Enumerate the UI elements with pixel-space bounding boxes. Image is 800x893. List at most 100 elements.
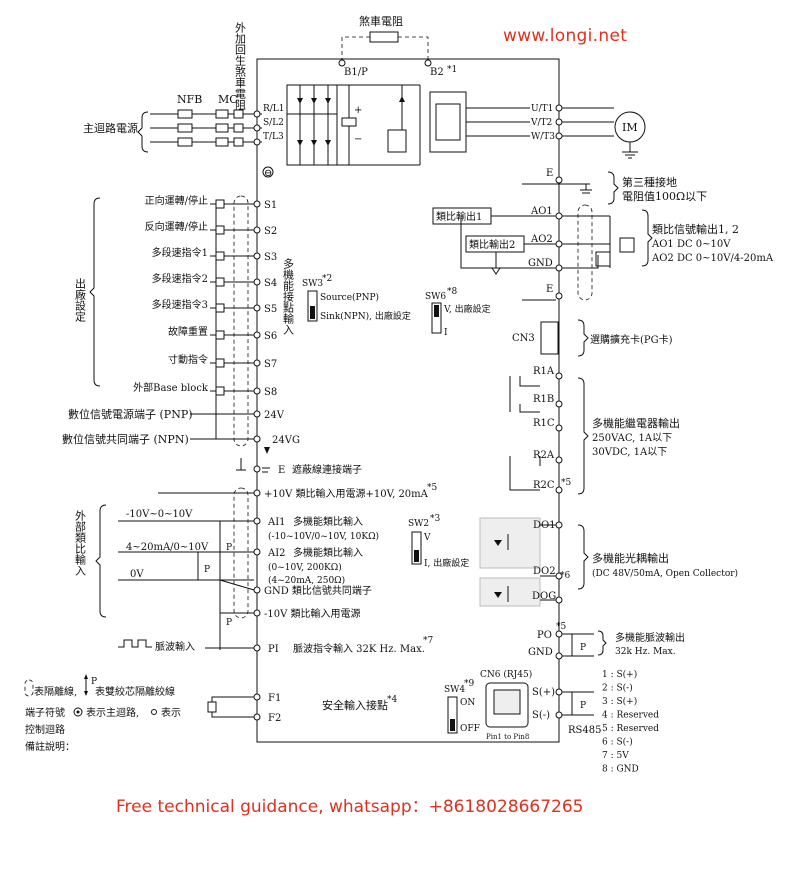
do2-note: *6 xyxy=(560,571,571,581)
pulse-label: 脈波輸入 xyxy=(155,640,195,653)
sw2-label: SW2 xyxy=(408,519,429,529)
rj45-pin-2: 2 : S(-) xyxy=(602,683,633,694)
b2-note: *1 xyxy=(447,65,457,75)
sw6-label: SW6 xyxy=(425,292,446,302)
splus-label: S(+) xyxy=(532,687,555,698)
ao-e-terminal xyxy=(555,292,563,300)
input-term-7: S7 xyxy=(264,359,277,370)
website-watermark: www.longi.net xyxy=(503,26,628,46)
opto-1-icon xyxy=(479,517,541,569)
cn6-label: CN6 (RJ45) xyxy=(480,669,532,680)
t-label: T/L3 xyxy=(263,132,284,142)
input-term-1: S1 xyxy=(264,200,277,211)
main-circuit-terminal-dot xyxy=(76,710,80,714)
ground-terminal xyxy=(555,176,563,184)
sw3-npn: Sink(NPN), 出廠設定 xyxy=(320,310,411,322)
brake-resistor-label: 煞車電阻 xyxy=(359,14,403,28)
rj45-pins: Pin1 to Pin8 xyxy=(486,733,529,741)
relay-spec-1: 250VAC, 1A以下 xyxy=(592,433,672,444)
sw2-note: *3 xyxy=(430,514,441,524)
opto-2-icon xyxy=(479,577,541,607)
supply-lines xyxy=(150,109,262,147)
ai1-spec: (-10~10V/0~10V, 10KΩ) xyxy=(268,531,379,542)
minus-terminal xyxy=(262,166,274,178)
rs485-p: P xyxy=(580,701,586,711)
input-contact-icon-3 xyxy=(215,251,225,261)
po-p: P xyxy=(580,643,586,653)
inverter-box xyxy=(256,58,560,743)
shield-terminal xyxy=(253,465,261,473)
rj45-pin-3: 3 : S(+) xyxy=(602,696,637,707)
relay-terminal-4 xyxy=(555,456,563,464)
power-circuit: + − xyxy=(286,84,530,166)
do1-terminal xyxy=(555,521,563,529)
rj45-pin-4: 4 : Reserved xyxy=(602,711,659,721)
shield-label: 遮蔽線連接端子 xyxy=(292,463,362,476)
ai-p-label-1: P xyxy=(226,543,232,553)
24vg-arrow-icon xyxy=(264,447,270,454)
legend-shield: 表隔離線, xyxy=(34,685,77,698)
ground-label: E xyxy=(546,168,553,179)
sw4-knob xyxy=(450,719,455,731)
relay-terminal-5 xyxy=(555,486,563,494)
ground-icon xyxy=(580,184,592,194)
input-term-8: S8 xyxy=(264,387,277,398)
p10v-terminal xyxy=(253,489,261,497)
legend-terms: 端子符號 xyxy=(25,706,65,719)
twisted-pair-legend-icon xyxy=(84,674,88,696)
sw4-switch[interactable] xyxy=(447,696,458,734)
rj45-pin-1: 1 : S(+) xyxy=(602,669,637,680)
ao-gnd-label: GND xyxy=(528,258,553,269)
b1p-label: B1/P xyxy=(344,67,368,78)
rj45-pin-8: 8 : GND xyxy=(602,765,639,775)
input-label-2: 反向運轉/停止 xyxy=(145,220,208,233)
po-brace xyxy=(597,630,607,656)
ao-spec-1: AO1 DC 0~10V xyxy=(651,239,731,250)
sw6-switch[interactable] xyxy=(431,302,442,334)
po-gnd-label: GND xyxy=(528,647,553,658)
svg-text:+: + xyxy=(354,105,362,116)
relay-desc: 多機能繼電器輸出 xyxy=(592,416,680,430)
analog-out-2-label: 類比輸出2 xyxy=(469,238,515,251)
u-terminal xyxy=(555,104,563,112)
ao2-meter-icon xyxy=(595,251,611,267)
f1-terminal xyxy=(253,693,261,701)
ground-brace xyxy=(607,171,619,205)
safety-note: *4 xyxy=(387,695,398,705)
pi-note: *7 xyxy=(423,636,434,646)
input-label-6: 故障重置 xyxy=(168,325,208,338)
input-term-3: S3 xyxy=(264,252,277,263)
po-note: *5 xyxy=(556,622,567,632)
rj45-connector xyxy=(485,682,529,728)
sw6-i: I xyxy=(444,328,448,338)
sw3-label: SW3 xyxy=(302,279,323,289)
zero-v-label: 0V xyxy=(130,569,144,580)
input-term-4: S4 xyxy=(264,278,277,289)
splus-terminal xyxy=(555,688,563,696)
sw2-switch[interactable] xyxy=(411,531,422,565)
analog-out-1-label: 類比輸出1 xyxy=(436,210,482,223)
relay-terminal-2 xyxy=(555,400,563,408)
legend-twisted: 表雙絞芯隔離絞線 xyxy=(95,685,175,698)
cn3-label: CN3 xyxy=(512,333,535,344)
relay-label-2: R1B xyxy=(533,394,554,405)
input-contact-icon-5 xyxy=(215,303,225,313)
sw4-off: OFF xyxy=(460,724,480,734)
ai2-terminal xyxy=(253,548,261,556)
input-terminal-6 xyxy=(253,331,261,339)
relay-note: *5 xyxy=(561,478,572,488)
sw3-switch[interactable] xyxy=(307,290,318,322)
input-label-4: 多段速指令2 xyxy=(152,272,208,285)
b1p-terminal xyxy=(338,59,346,67)
sw3-knob xyxy=(310,306,315,319)
po-gnd-terminal xyxy=(555,652,563,660)
input-contact-icon-8 xyxy=(215,386,225,396)
ground-desc-2: 電阻值100Ω以下 xyxy=(622,190,707,203)
sw2-v: V xyxy=(423,533,431,543)
safety-desc: 安全輸入接點 xyxy=(322,698,388,712)
ai1-terminal xyxy=(253,517,261,525)
input-label-8: 外部Base block xyxy=(133,381,209,394)
